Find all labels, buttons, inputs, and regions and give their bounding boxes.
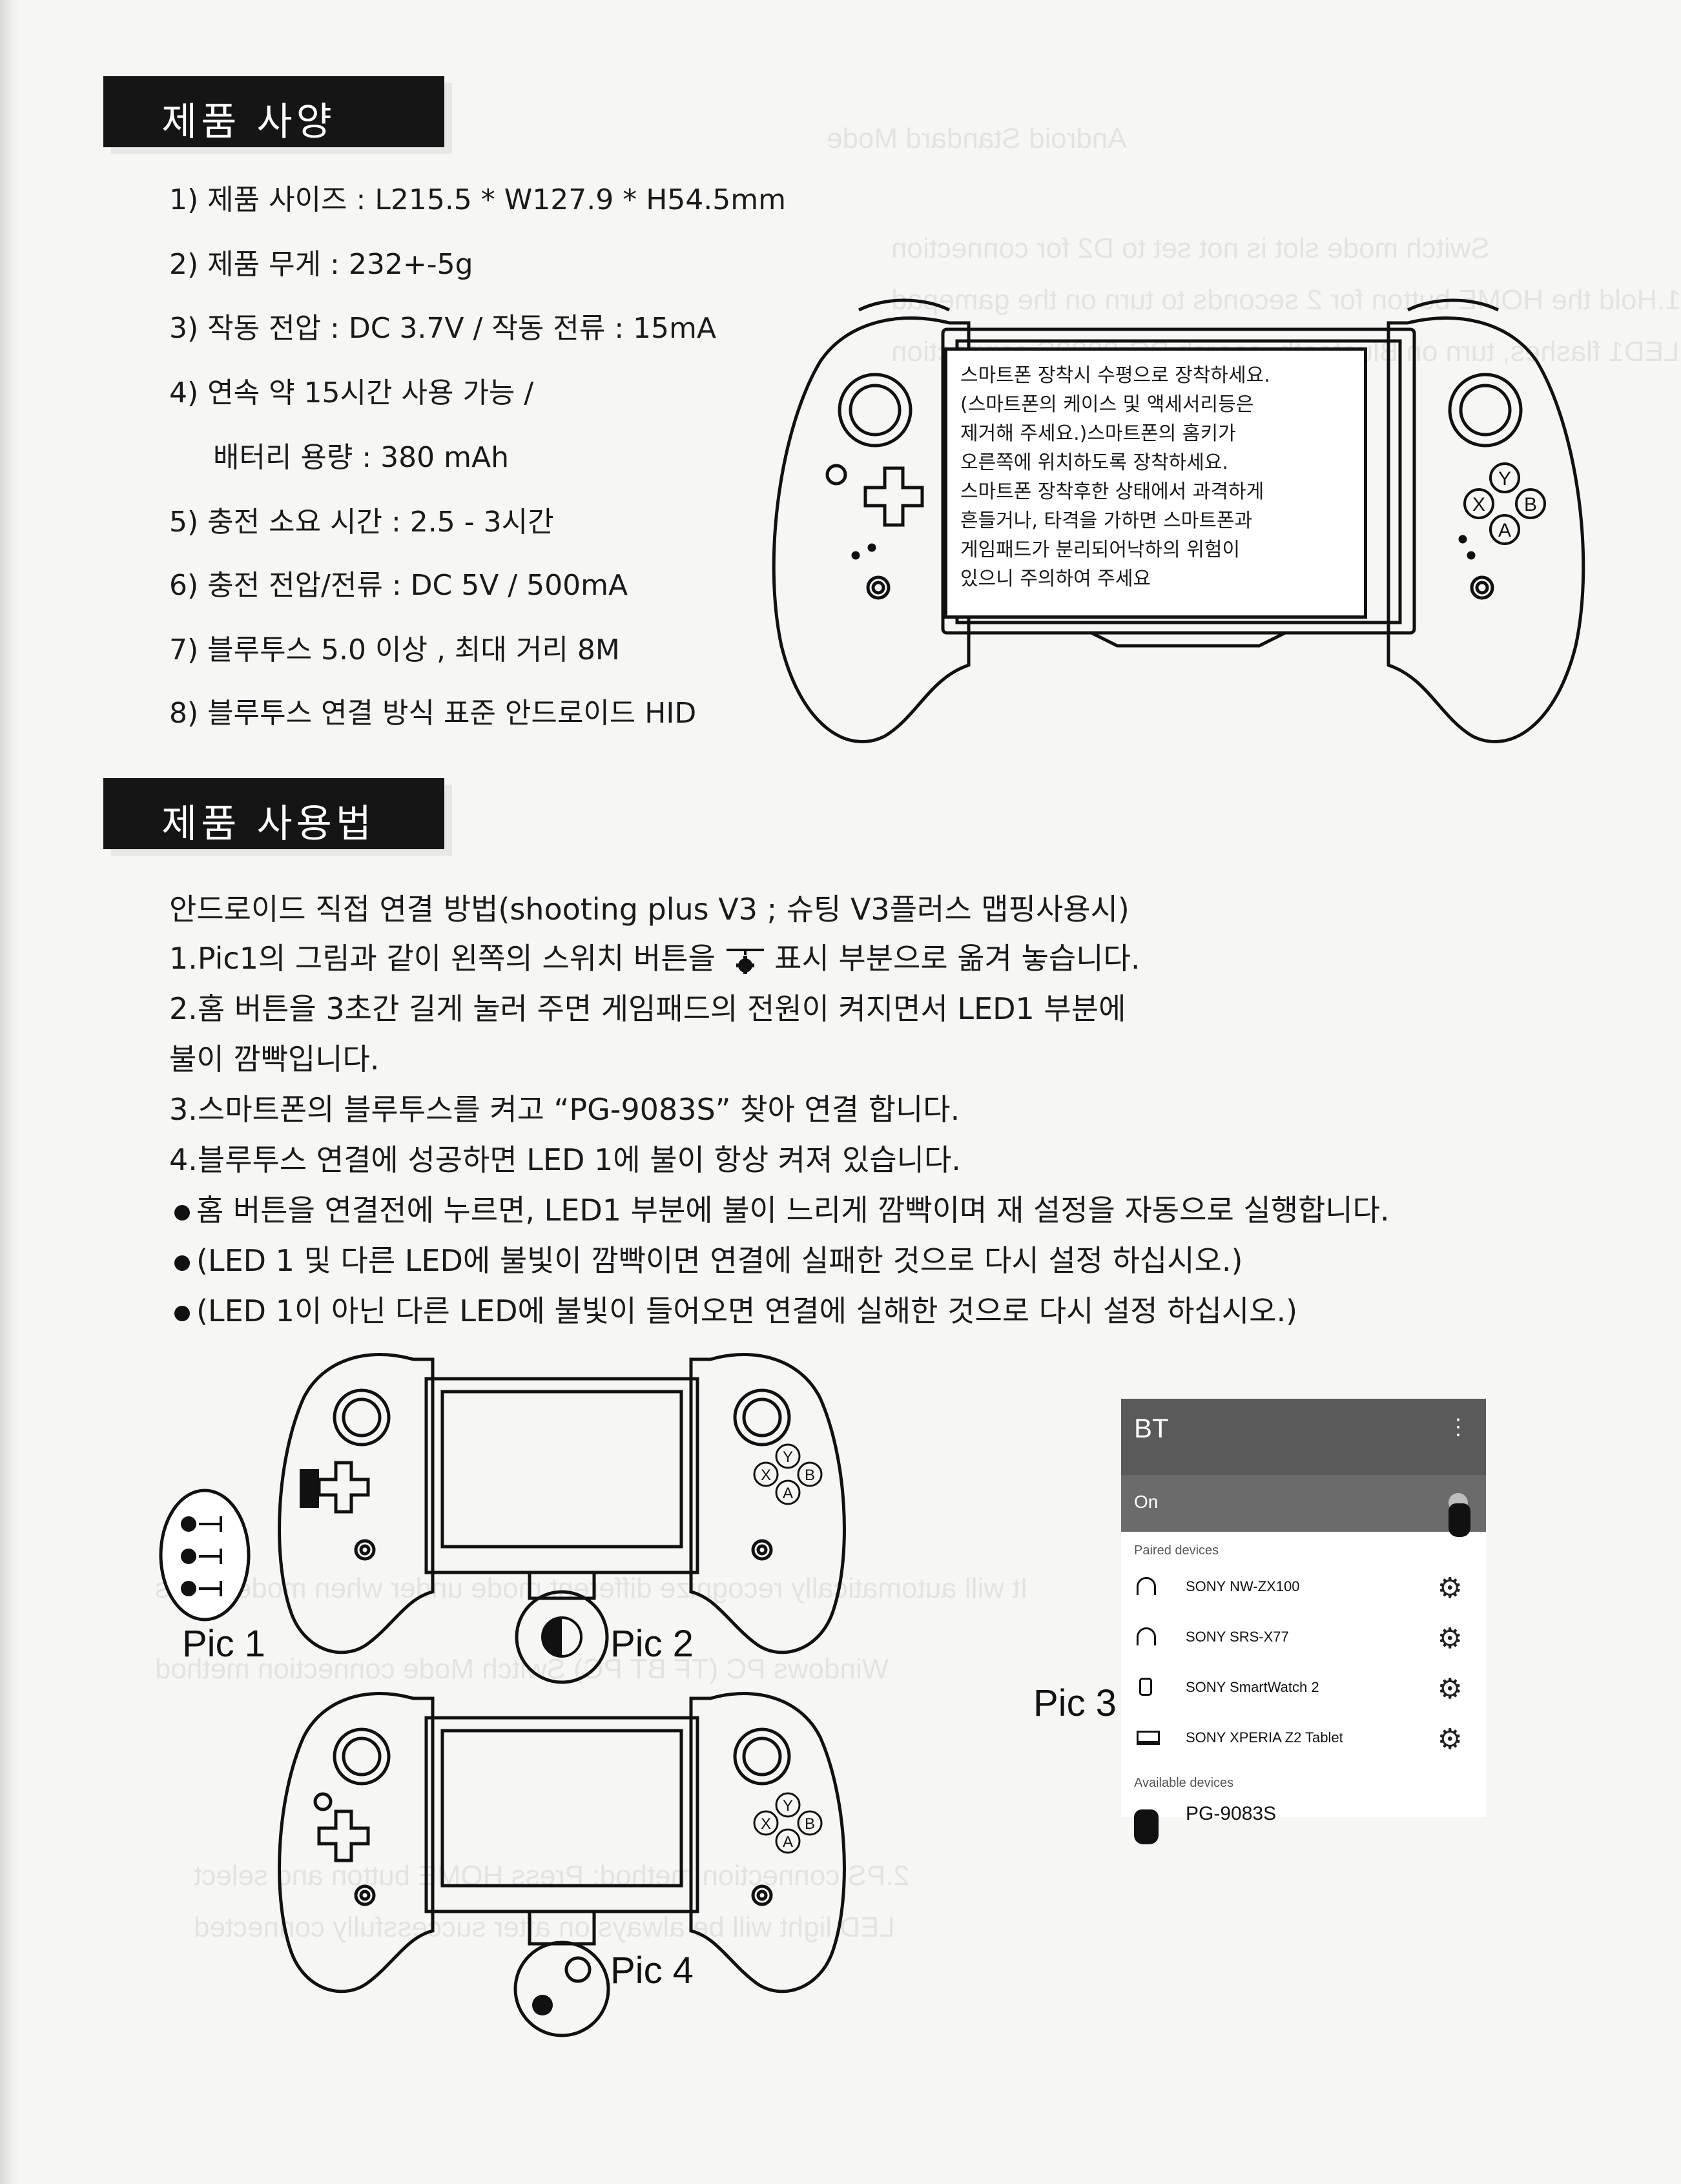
bullet-text: (LED 1 및 다른 LED에 불빛이 깜빡이면 연결에 실패한 것으로 다시… [196,1243,1243,1278]
usage-bullet-1: 홈 버튼을 연결전에 누르면, LED1 부분에 불이 느리게 깜빡이며 재 설… [174,1187,1390,1230]
pic2-label: Pic 2 [610,1623,694,1665]
pointing-hand-icon [1449,1503,1470,1537]
bullet-icon [174,1255,190,1271]
gear-icon[interactable]: ⚙ [1437,1623,1463,1654]
usage-bullet-3: (LED 1이 아닌 다른 LED에 불빛이 들어오면 연결에 실해한 것으로 … [174,1288,1297,1330]
usage-step-1: 1.Pic1의 그림과 같이 왼쪽의 스위치 버튼을 표시 부분으로 옮겨 놓습… [169,935,1140,978]
button-a-label: A [1498,520,1511,541]
spec-playtime: 4) 연속 약 15시간 사용 가능 / [169,376,534,409]
button-y-label: Y [783,1448,793,1466]
usage-section-header: 제품 사용법 [103,778,444,849]
bluetooth-settings-screen: BT ⋮ On Paired devices SONY NW-ZX100 ⚙ S… [1121,1399,1486,1844]
button-x-label: X [1472,494,1485,515]
bt-toggle-label: On [1134,1492,1159,1512]
spec-section-header: 제품 사양 [103,76,444,147]
device-name: PG-9083S [1186,1803,1277,1824]
usage-step-4: 4.블루투스 연결에 성공하면 LED 1에 불이 항상 켜져 있습니다. [169,1142,961,1177]
usage-step-2-cont: 불이 깜빡입니다. [169,1042,380,1077]
watch-icon [1139,1678,1152,1696]
headphones-icon [1137,1577,1156,1595]
bullet-text: (LED 1이 아닌 다른 LED에 불빛이 들어오면 연결에 실해한 것으로 … [196,1293,1298,1328]
gear-icon[interactable]: ⚙ [1437,1724,1463,1755]
button-a-label: A [783,1833,793,1851]
usage-bullet-2: (LED 1 및 다른 LED에 불빛이 깜빡이면 연결에 실패한 것으로 다시… [174,1237,1243,1280]
spec-bluetooth: 7) 블루투스 5.0 이상 , 최대 거리 8M [169,634,620,666]
button-y-label: Y [783,1797,793,1815]
spec-weight: 2) 제품 무게 : 232+-5g [169,248,473,281]
bt-title: BT [1134,1413,1169,1443]
bullet-icon [174,1204,190,1221]
gear-icon[interactable]: ⚙ [1437,1572,1463,1604]
controller-pic4-illustration: Y X B A [278,1692,846,2037]
spec-battery: 배터리 용량 : 380 mAh [213,441,509,474]
device-name: SONY XPERIA Z2 Tablet [1186,1729,1343,1746]
spec-size: 1) 제품 사이즈 : L215.5 * W127.9 * H54.5mm [169,183,786,216]
step-1-text-b: 표시 부분으로 옮겨 놓습니다. [774,941,1140,976]
bullet-text: 홈 버튼을 연결전에 누르면, LED1 부분에 불이 느리게 깜빡이며 재 설… [196,1193,1390,1228]
page-edge [0,0,19,2184]
usage-step-3: 3.스마트폰의 블루투스를 켜고 “PG-9083S” 찾아 연결 합니다. [169,1092,960,1127]
gear-icon[interactable]: ⚙ [1437,1673,1463,1705]
button-b-label: B [805,1815,815,1833]
controller-phone-illustration: Y X B A [772,298,1585,743]
pic1-label: Pic 1 [182,1623,265,1665]
pointing-hand-icon [1134,1809,1159,1844]
spec-charge-time: 5) 충전 소요 시간 : 2.5 - 3시간 [169,506,554,539]
available-device-row[interactable]: PG-9083S [1121,1795,1486,1846]
bullet-icon [174,1305,190,1321]
paired-device-row[interactable]: SONY SRS-X77 ⚙ [1121,1613,1486,1664]
bt-toggle-row[interactable]: On [1121,1475,1486,1537]
button-y-label: Y [1498,468,1511,489]
bleed-line: Switch mode slot is not set to D2 for co… [891,232,1490,264]
step-1-text-a: 1.Pic1의 그림과 같이 왼쪽의 스위치 버튼을 [169,941,716,976]
pic4-label: Pic 4 [610,1950,694,1992]
paired-devices-header: Paired devices [1134,1543,1219,1558]
controller-pic2-illustration: Y X B A [278,1353,846,1684]
tablet-icon [1137,1731,1160,1745]
button-b-label: B [805,1467,815,1484]
phone-mount-notice: 스마트폰 장착시 수평으로 장착하세요. (스마트폰의 케이스 및 액세서리등은… [944,347,1367,619]
spec-voltage: 3) 작동 전압 : DC 3.7V / 작동 전류 : 15mA [169,312,716,345]
button-a-label: A [783,1485,793,1502]
pic3-label: Pic 3 [1033,1682,1117,1724]
button-b-label: B [1524,494,1537,515]
bleed-line: Android Standard Mode [827,123,1127,154]
spec-charge-power: 6) 충전 전압/전류 : DC 5V / 500mA [169,569,628,602]
overflow-menu-icon[interactable]: ⋮ [1447,1415,1469,1439]
paired-device-row[interactable]: SONY XPERIA Z2 Tablet ⚙ [1121,1714,1486,1764]
button-x-label: X [761,1467,771,1484]
usage-intro: 안드로이드 직접 연결 방법(shooting plus V3 ; 슈팅 V3플… [169,892,1129,927]
usage-step-2: 2.홈 버튼을 3초간 길게 눌러 주면 게임패드의 전원이 켜지면서 LED1… [169,991,1126,1026]
spec-hid: 8) 블루투스 연결 방식 표준 안드로이드 HID [169,697,697,730]
available-devices-header: Available devices [1134,1776,1234,1790]
headphones-icon [1137,1627,1156,1645]
button-x-label: X [761,1815,771,1833]
device-name: SONY SmartWatch 2 [1186,1679,1319,1695]
paired-device-row[interactable]: SONY NW-ZX100 ⚙ [1121,1563,1486,1613]
switch-position-icon [725,946,765,976]
device-name: SONY SRS-X77 [1186,1629,1289,1645]
paired-device-row[interactable]: SONY SmartWatch 2 ⚙ [1121,1664,1486,1714]
bt-title-bar: BT ⋮ [1121,1399,1486,1475]
switch-zoom-illustration [159,1489,251,1622]
device-name: SONY NW-ZX100 [1186,1578,1300,1594]
